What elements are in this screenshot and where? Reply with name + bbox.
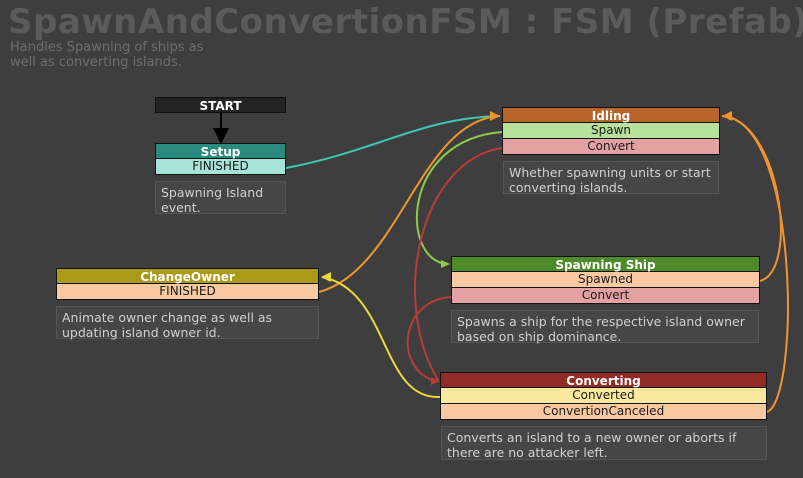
event-idling-spawn[interactable]: Spawn bbox=[502, 123, 720, 139]
note-setup: Spawning Island event. bbox=[155, 181, 286, 215]
state-idling[interactable]: Idling Spawn Convert bbox=[502, 107, 720, 155]
event-spawning-ship-convert[interactable]: Convert bbox=[451, 288, 760, 304]
link-converting-canceled bbox=[721, 115, 789, 413]
arrowhead-changeowner bbox=[321, 272, 331, 282]
note-change-owner: Animate owner change as well as updating… bbox=[56, 306, 319, 340]
state-idling-title: Idling bbox=[502, 107, 720, 123]
event-converting-canceled[interactable]: ConvertionCanceled bbox=[440, 404, 767, 420]
fsm-description: Handles Spawning of ships as well as con… bbox=[10, 40, 204, 70]
event-spawning-ship-spawned[interactable]: Spawned bbox=[451, 272, 760, 288]
state-change-owner[interactable]: ChangeOwner FINISHED bbox=[56, 268, 319, 300]
state-setup-title: Setup bbox=[155, 143, 286, 159]
link-changeowner-finished bbox=[318, 115, 501, 293]
state-setup[interactable]: Setup FINISHED bbox=[155, 143, 286, 175]
note-idling: Whether spawning units or start converti… bbox=[503, 161, 719, 195]
link-idling-spawn bbox=[415, 131, 503, 265]
arrowhead-spawning-ship bbox=[441, 260, 450, 268]
note-converting: Converts an island to a new owner or abo… bbox=[441, 426, 767, 460]
link-setup-finished bbox=[285, 115, 501, 169]
arrowhead-idling-right bbox=[722, 111, 732, 121]
fsm-title: SpawnAndConvertionFSM : FSM (Prefab) bbox=[8, 2, 803, 42]
event-converting-converted[interactable]: Converted bbox=[440, 388, 767, 404]
link-converting-converted bbox=[321, 276, 441, 399]
state-spawning-ship-title: Spawning Ship bbox=[451, 256, 760, 272]
event-setup-finished[interactable]: FINISHED bbox=[155, 159, 286, 175]
state-converting-title: Converting bbox=[440, 372, 767, 388]
arrowhead-converting bbox=[431, 377, 440, 385]
state-change-owner-title: ChangeOwner bbox=[56, 268, 319, 284]
note-spawning-ship: Spawns a ship for the respective island … bbox=[451, 310, 759, 344]
start-label: START bbox=[155, 97, 286, 113]
event-change-owner-finished[interactable]: FINISHED bbox=[56, 284, 319, 300]
link-spawning-convert bbox=[406, 296, 452, 383]
link-idling-convert bbox=[414, 147, 503, 381]
start-node[interactable]: START bbox=[155, 97, 286, 113]
state-converting[interactable]: Converting Converted ConvertionCanceled bbox=[440, 372, 767, 420]
event-idling-convert[interactable]: Convert bbox=[502, 139, 720, 155]
arrowhead-idling-left bbox=[490, 111, 500, 121]
state-spawning-ship[interactable]: Spawning Ship Spawned Convert bbox=[451, 256, 760, 304]
